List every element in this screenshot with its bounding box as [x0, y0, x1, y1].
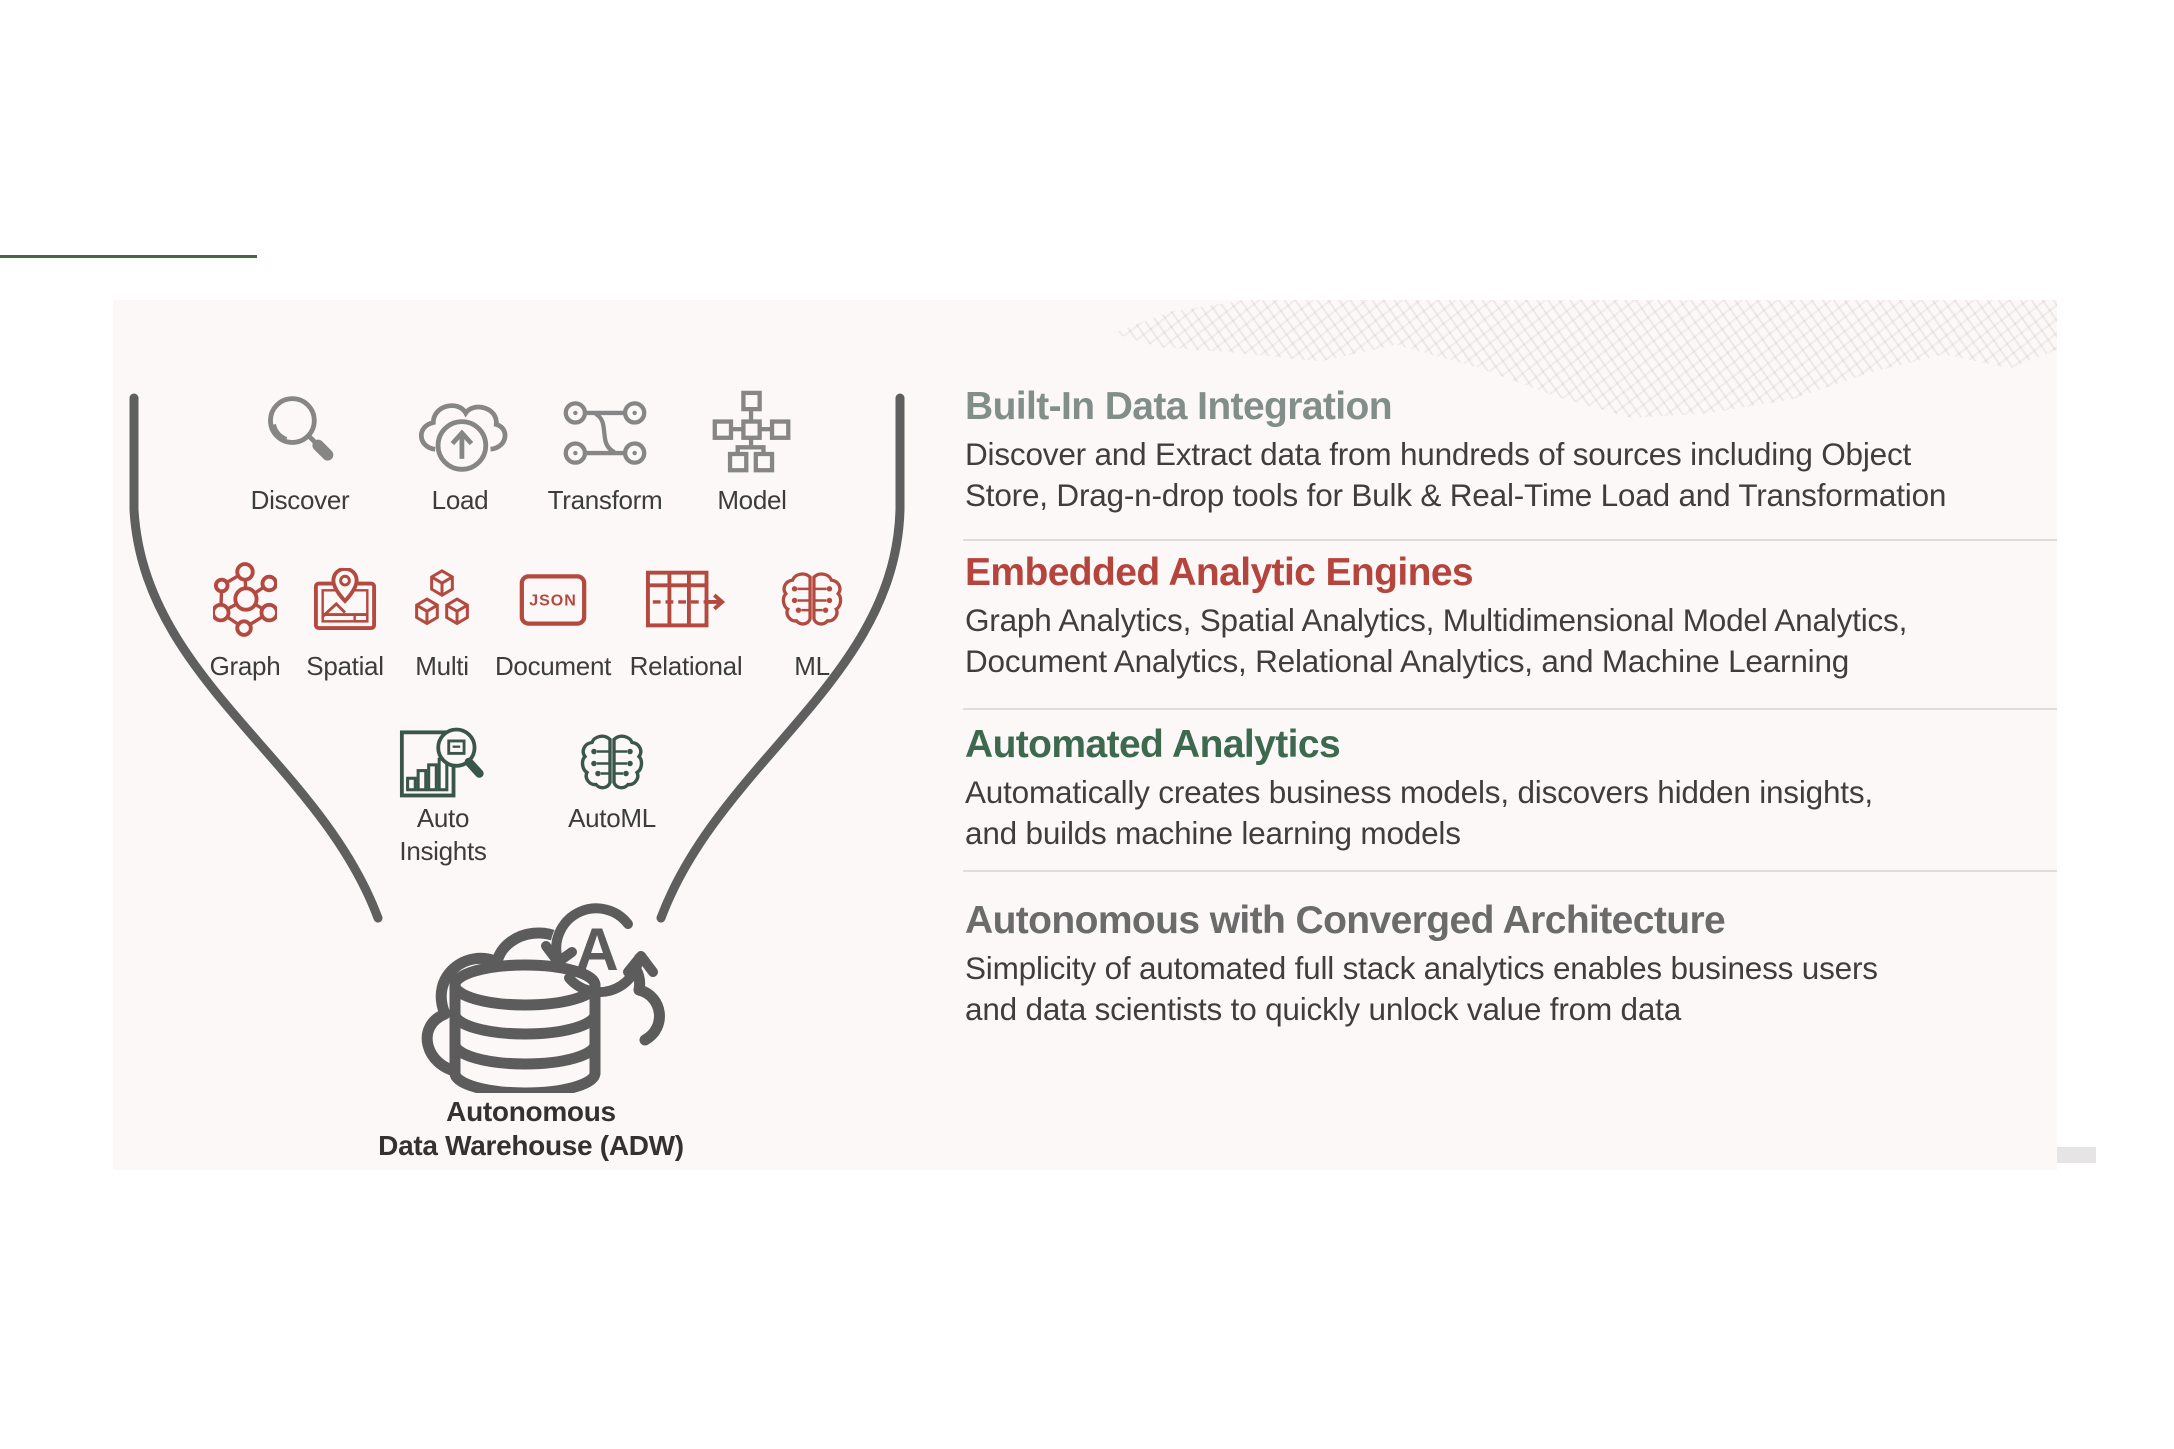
engine-label: Relational [629, 651, 743, 681]
section-title: Built-In Data Integration [965, 385, 1393, 428]
json-document-icon: JSON [519, 573, 587, 627]
brain-circuit-icon [781, 571, 843, 628]
map-pin-icon [313, 568, 377, 632]
section-title: Automated Analytics [965, 723, 1341, 766]
stage-label: Load [431, 485, 489, 515]
diagram-panel: Discover Load Transform Model [113, 300, 2057, 1170]
section-text-line: Document Analytics, Relational Analytics… [965, 643, 1850, 679]
section-text-line: Automatically creates business models, d… [965, 774, 1873, 810]
autonomous-letter: A [575, 916, 618, 983]
stage-label: Discover [250, 485, 350, 515]
node-mapping-icon [561, 398, 649, 468]
engine-label: Spatial [306, 651, 384, 681]
table-arrow-icon [645, 569, 727, 631]
hierarchy-model-icon [710, 390, 794, 476]
engine-label: Document [494, 651, 612, 681]
graph-network-icon [213, 562, 277, 638]
chart-magnifier-icon [399, 720, 487, 804]
section-text-line: and data scientists to quickly unlock va… [965, 991, 1682, 1027]
cloud-database-refresh-icon: A [395, 868, 715, 1093]
engine-label: Multi [415, 651, 469, 681]
section-title: Embedded Analytic Engines [965, 551, 1474, 594]
section-built-in-data-integration: Built-In Data Integration Discover and E… [965, 384, 2065, 516]
adw-label-line1: Autonomous [446, 1096, 616, 1127]
magnifying-glass-icon [260, 392, 340, 472]
accent-line [0, 255, 257, 258]
section-text-line: Simplicity of automated full stack analy… [965, 950, 1878, 986]
section-divider [963, 539, 2057, 541]
automation-label: Auto Insights [399, 803, 487, 866]
section-text-line: and builds machine learning models [965, 815, 1461, 851]
section-automated-analytics: Automated Analytics Automatically create… [965, 722, 2065, 854]
section-text-line: Graph Analytics, Spatial Analytics, Mult… [965, 602, 1908, 638]
adw-label-line2: Data Warehouse (ADW) [378, 1130, 684, 1161]
engine-label: ML [794, 651, 830, 681]
section-autonomous-converged-architecture: Autonomous with Converged Architecture S… [965, 898, 2065, 1030]
section-title: Autonomous with Converged Architecture [965, 899, 1726, 942]
section-divider [963, 708, 2057, 710]
multi-cubes-icon [411, 569, 473, 631]
stage-label: Transform [547, 485, 663, 515]
section-text-line: Discover and Extract data from hundreds … [965, 436, 1912, 472]
cloud-upload-icon [410, 392, 510, 476]
section-embedded-analytic-engines: Embedded Analytic Engines Graph Analytic… [965, 550, 2065, 682]
stage-label: Model [717, 485, 787, 515]
engine-label: Graph [209, 651, 281, 681]
section-text-line: Store, Drag-n-drop tools for Bulk & Real… [965, 477, 1947, 513]
section-divider [963, 870, 2057, 872]
automation-label: AutoML [568, 803, 656, 833]
json-badge: JSON [529, 592, 576, 610]
funnel-curves [129, 393, 905, 923]
brain-circuit-icon [580, 733, 644, 792]
